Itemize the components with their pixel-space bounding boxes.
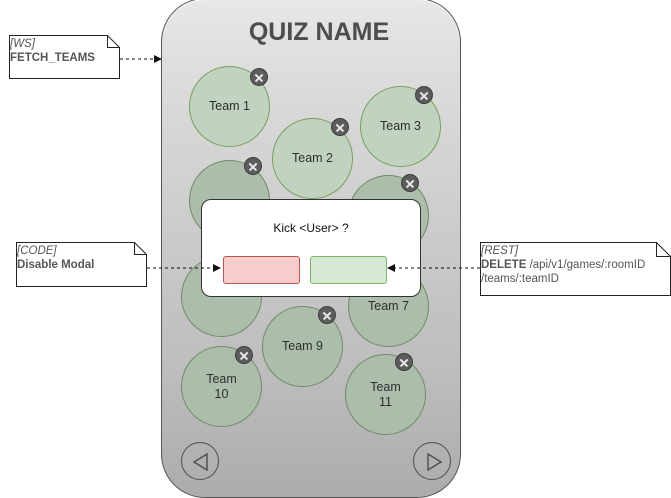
team-label: Team 11: [370, 379, 401, 409]
kick-team-10-close-icon[interactable]: [235, 346, 253, 364]
triangle-left-icon: [192, 452, 208, 472]
triangle-right-icon: [427, 452, 443, 472]
team-label: Team 1: [209, 99, 250, 113]
kick-team-3-close-icon[interactable]: [415, 86, 433, 104]
rest-note: [REST] DELETE /api/v1/games/:roomID /tea…: [480, 242, 671, 296]
team-label: Team 2: [292, 151, 333, 165]
kick-team-11-close-icon[interactable]: [395, 353, 413, 371]
confirm-button[interactable]: [310, 256, 387, 284]
note-method: DELETE: [481, 259, 527, 271]
quiz-title: QUIZ NAME: [248, 18, 390, 46]
next-page-button[interactable]: [413, 442, 451, 480]
note-tag: [WS]: [10, 38, 35, 50]
team-label: Team 10: [206, 371, 237, 401]
team-label: Team 9: [282, 339, 323, 353]
team-label: Team 3: [380, 119, 421, 133]
note-tag: [REST]: [481, 245, 519, 257]
kick-team-2-close-icon[interactable]: [331, 118, 349, 136]
note-tag: [CODE]: [17, 245, 57, 257]
ws-note: [WS] FETCH_TEAMS: [9, 35, 120, 79]
team-label: Team 7: [368, 299, 409, 313]
kick-user-modal: Kick <User> ?: [201, 199, 421, 297]
kick-team-9-close-icon[interactable]: [318, 306, 336, 324]
team-circle-11[interactable]: Team 11: [345, 354, 426, 435]
note-path-cont: /teams/:teamID: [481, 273, 559, 285]
kick-team-1-close-icon[interactable]: [250, 68, 268, 86]
code-note: [CODE] Disable Modal: [16, 242, 147, 287]
kick-team-partial-left-close-icon[interactable]: [244, 157, 262, 175]
note-shape: [16, 242, 147, 287]
prev-page-button[interactable]: [181, 442, 219, 480]
cancel-button[interactable]: [223, 256, 300, 284]
modal-message: Kick <User> ?: [273, 221, 349, 235]
note-title: Disable Modal: [17, 259, 95, 271]
kick-team-partial-right-close-icon[interactable]: [401, 174, 419, 192]
note-shape: [9, 35, 120, 79]
note-path: /api/v1/games/:roomID: [526, 259, 646, 271]
note-title: FETCH_TEAMS: [10, 52, 95, 64]
